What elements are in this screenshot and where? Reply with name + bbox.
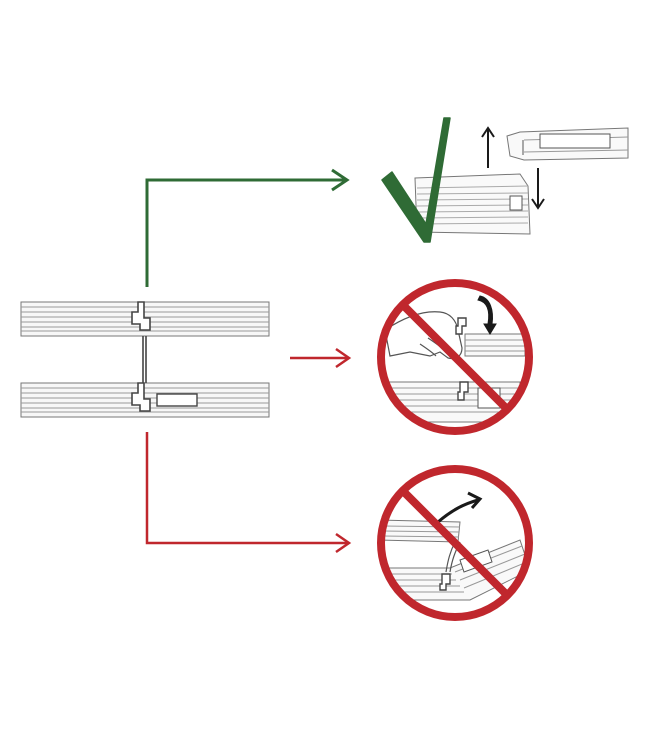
prohibition-icon (377, 279, 533, 435)
outcome-correct (381, 117, 629, 243)
plank-assembly (20, 301, 270, 418)
outcome-wrong-1 (377, 279, 533, 435)
correct-upper-plank (506, 127, 629, 161)
arrow-wrong-1 (290, 347, 352, 369)
arrow-wrong-2 (145, 432, 352, 554)
prohibition-icon (377, 465, 533, 621)
lock-profile (131, 301, 198, 412)
curved-arrow-icon (437, 491, 483, 524)
rotate-arrow-icon (477, 295, 497, 335)
arrow-up-icon (481, 126, 495, 168)
checkmark-icon (381, 117, 451, 243)
arrow-down-icon (531, 168, 545, 210)
outcome-wrong-2 (377, 465, 533, 621)
wrong-2-illustration (383, 519, 527, 601)
arrow-correct (145, 168, 350, 287)
